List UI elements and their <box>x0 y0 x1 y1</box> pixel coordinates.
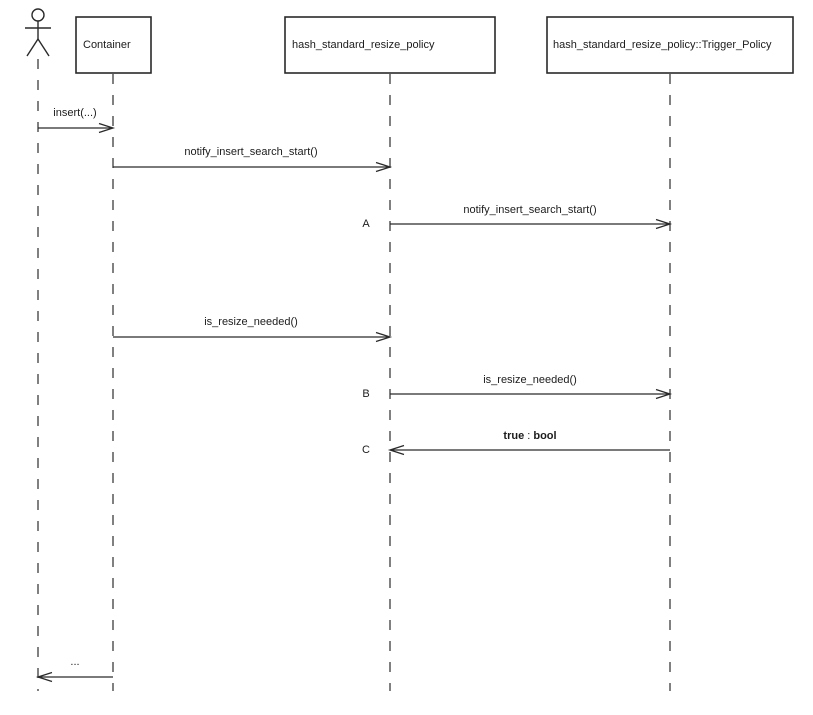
message-label-return-true-bool: true : bool <box>503 430 556 443</box>
participant-box-container <box>75 16 152 74</box>
message-label-return-ellipsis: ... <box>70 656 80 668</box>
message-arrow-is-resize-needed-1 <box>113 331 393 343</box>
sequence-letter-c: C <box>362 444 370 456</box>
participant-label-resize-policy: hash_standard_resize_policy <box>292 39 435 51</box>
participant-box-trigger-policy <box>546 16 794 74</box>
message-arrow-return-true-bool <box>387 444 670 456</box>
sequence-letter-a: A <box>362 218 370 230</box>
return-separator: : <box>524 430 534 442</box>
message-arrow-insert <box>38 122 116 134</box>
return-value: true <box>503 430 525 442</box>
message-label-is-resize-needed-1: is_resize_needed() <box>204 316 298 328</box>
message-label-insert: insert(...) <box>53 107 97 119</box>
message-arrow-return-ellipsis <box>35 671 113 683</box>
participant-label-container: Container <box>83 39 131 51</box>
message-arrow-is-resize-needed-2 <box>390 388 673 400</box>
message-label-is-resize-needed-2: is_resize_needed() <box>483 374 577 386</box>
sequence-letter-b: B <box>362 388 370 400</box>
message-label-notify-insert-search-start-1: notify_insert_search_start() <box>184 146 318 158</box>
message-arrow-notify-insert-search-start-2 <box>390 218 673 230</box>
participant-box-resize-policy <box>284 16 496 74</box>
return-type: bool <box>533 430 557 442</box>
message-label-notify-insert-search-start-2: notify_insert_search_start() <box>463 204 597 216</box>
message-arrow-notify-insert-search-start-1 <box>113 161 393 173</box>
actor-icon <box>25 8 51 57</box>
participant-label-trigger-policy: hash_standard_resize_policy::Trigger_Pol… <box>553 39 772 51</box>
